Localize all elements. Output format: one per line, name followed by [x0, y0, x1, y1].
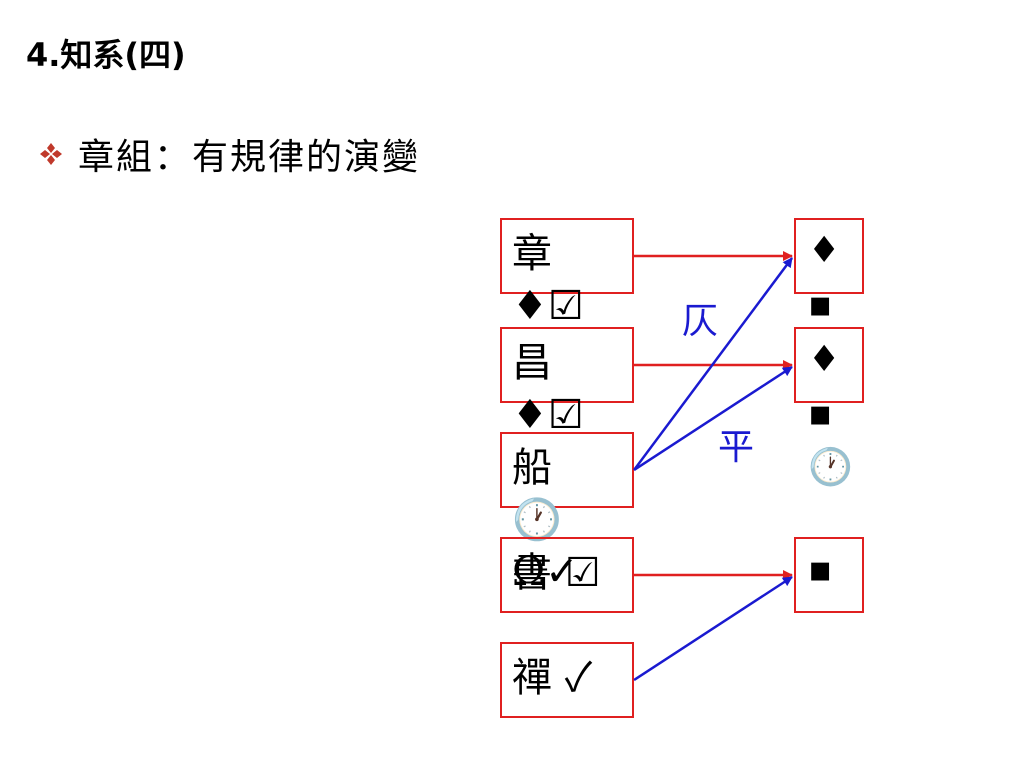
box-chang: 昌 ♦☑: [500, 327, 634, 438]
arrow-chuan-to-r1: [632, 257, 794, 471]
bullet-text: 章組：有規律的演變: [78, 137, 421, 178]
box-chuan-text: 船 🕐 Ω✓: [512, 445, 579, 595]
box-right-1: ♦ ▪: [794, 218, 864, 325]
box-right-3-text: ▪: [808, 549, 833, 590]
box-right-2: ♦ ▪ 🕐: [794, 327, 864, 488]
box-zhang: 章 ♦☑: [500, 218, 634, 329]
box-zhang-text: 章 ♦☑: [512, 231, 584, 329]
box-shu-text: 書 ☑: [512, 550, 601, 596]
box-right-1-text: ♦ ▪: [808, 230, 841, 325]
arrow-chan-to-r3: [633, 575, 793, 682]
box-right-3: ▪: [794, 537, 864, 613]
tone-label-ze: 仄: [682, 301, 719, 342]
bullet-point: 章組：有規律的演變: [38, 128, 420, 180]
diamond-bullet-icon: [40, 143, 62, 165]
box-chuan: 船 🕐 Ω✓: [500, 432, 634, 595]
box-chan: 禪 ✓: [500, 642, 634, 718]
box-shu: 書 ☑: [500, 537, 634, 613]
slide-title: 4.知系(四): [26, 36, 186, 74]
box-right-2-text: ♦ ▪ 🕐: [808, 339, 853, 488]
box-chan-text: 禪 ✓: [512, 655, 593, 701]
box-chang-text: 昌 ♦☑: [512, 340, 584, 438]
tone-label-ping: 平: [718, 427, 755, 468]
arrow-chuan-to-r2: [633, 365, 793, 472]
